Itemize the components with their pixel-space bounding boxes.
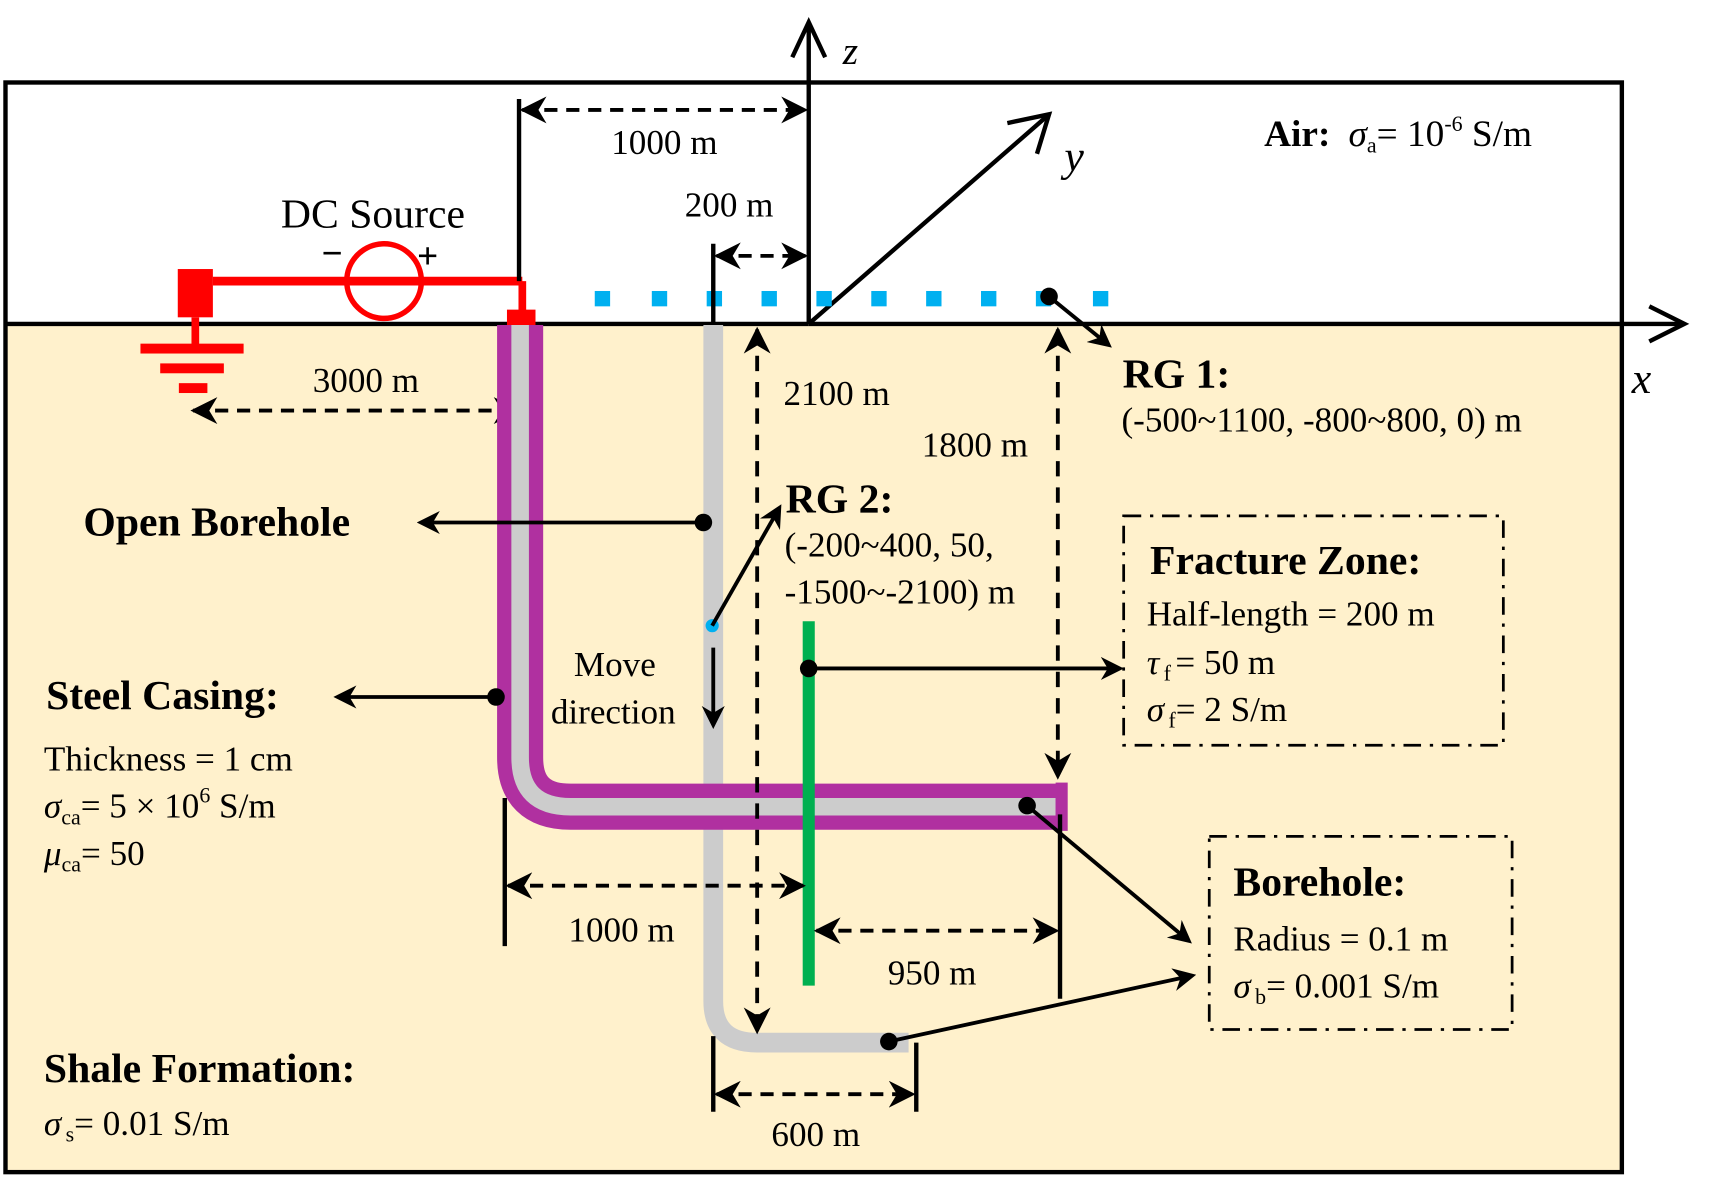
x-axis-label: x — [1631, 355, 1652, 403]
steel-casing-conductivity: σca= 5 × 106 S/m — [44, 782, 276, 829]
fracture-half-length: Half-length = 200 m — [1147, 595, 1435, 634]
model-border — [3, 80, 1625, 1175]
dimension-600m-label: 600 m — [771, 1115, 860, 1154]
y-axis — [807, 113, 1050, 326]
rg2-range-line2: -1500~-2100) m — [785, 573, 1016, 612]
receiver-group-1 — [594, 290, 1109, 307]
borehole-radius: Radius = 0.1 m — [1233, 919, 1448, 958]
open-borehole-path — [703, 324, 909, 1053]
move-direction-line2: direction — [551, 692, 676, 731]
ground-electrode — [177, 269, 213, 318]
dc-source-circuit — [140, 241, 536, 394]
move-direction-line1: Move — [574, 645, 656, 684]
dc-source-icon — [344, 241, 425, 322]
rg1-range: (-500~1100, -800~800, 0) m — [1121, 400, 1521, 439]
open-borehole-label: Open Borehole — [83, 500, 350, 546]
rg2-title: RG 2: — [786, 477, 894, 523]
shale-title: Shale Formation: — [44, 1046, 355, 1092]
dimension-950m-label: 950 m — [888, 953, 977, 992]
x-axis-arrowhead — [1648, 304, 1690, 344]
air-label: Air: σa= 10-6 S/m — [1264, 111, 1532, 158]
dc-source-label: DC Source — [281, 191, 465, 237]
fracture-zone-box — [1122, 514, 1505, 747]
minus-sign: − — [322, 234, 343, 275]
casing-electrode — [506, 309, 536, 330]
dimension-3000m-label: 3000 m — [313, 361, 419, 400]
fracture-zone-title: Fracture Zone: — [1150, 538, 1421, 584]
rg1-title: RG 1: — [1123, 352, 1231, 398]
steel-casing-thickness: Thickness = 1 cm — [44, 740, 293, 779]
z-axis-arrowhead — [790, 16, 828, 59]
dimension-2100m-label: 2100 m — [783, 374, 889, 413]
cased-borehole-core — [511, 324, 1056, 816]
rg2-range-line1: (-200~400, 50, — [785, 526, 994, 565]
dimension-1000m-top-label: 1000 m — [611, 123, 717, 162]
borehole-title: Borehole: — [1233, 860, 1406, 906]
y-axis-label: y — [1060, 132, 1084, 180]
dimension-200m-label: 200 m — [685, 185, 774, 224]
plus-sign: + — [417, 236, 438, 277]
y-axis-arrowhead — [1006, 111, 1053, 155]
dimension-1000m-bottom-label: 1000 m — [568, 911, 674, 950]
earth-ground-icon — [140, 343, 244, 354]
dimension-1800m-label: 1800 m — [922, 426, 1028, 465]
steel-casing-permeability: μca= 50 — [43, 834, 145, 877]
borehole-box — [1207, 834, 1514, 1031]
z-axis-label: z — [842, 29, 858, 73]
steel-casing-title: Steel Casing: — [46, 673, 279, 719]
